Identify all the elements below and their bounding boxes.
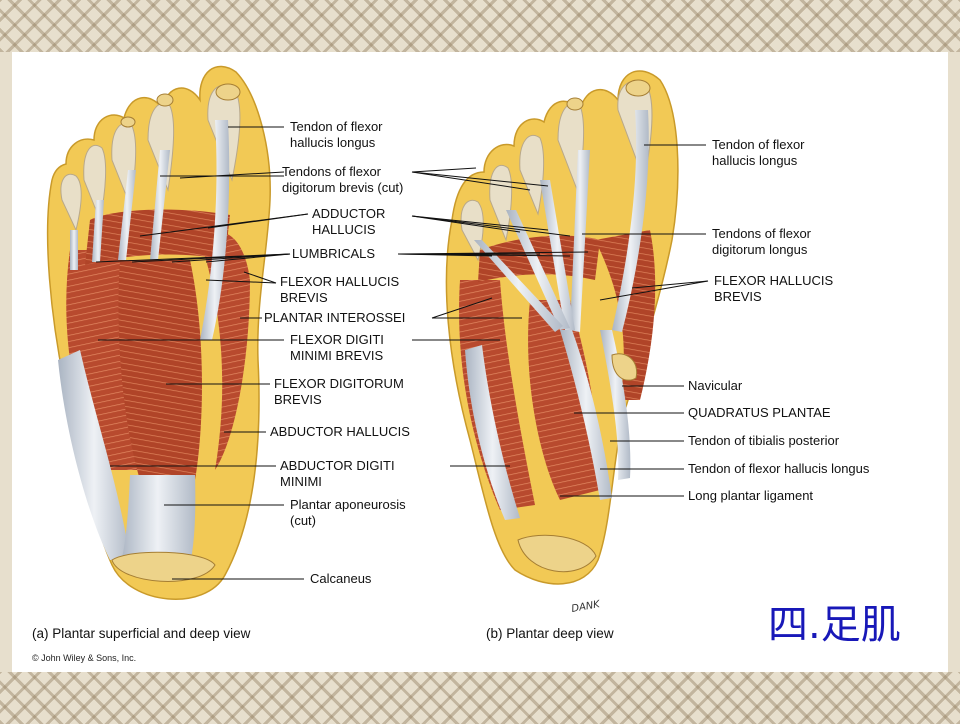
label-a-plantar-aponeurosis: Plantar aponeurosis(cut) — [290, 497, 406, 528]
label-a-plantar-interossei: PLANTAR INTEROSSEI — [264, 310, 405, 325]
decorative-border-left — [0, 52, 12, 672]
label-a-lumbricals: LUMBRICALS — [292, 246, 375, 261]
foot-a-illustration — [46, 65, 271, 600]
label-a-calcaneus: Calcaneus — [310, 571, 372, 586]
decorative-border-right — [948, 52, 960, 672]
label-a-abductor-hallucis: ABDUCTOR HALLUCIS — [270, 424, 410, 439]
foot-b-illustration — [445, 70, 679, 585]
slide-title: 四.足肌 — [768, 602, 901, 648]
leader-lines-a — [95, 126, 309, 580]
leader-lines-b — [397, 144, 709, 497]
caption-a: (a) Plantar superficial and deep view — [32, 626, 251, 641]
label-b-long-plantar: Long plantar ligament — [688, 488, 813, 503]
decorative-border-top — [0, 0, 960, 52]
label-b-tibialis: Tendon of tibialis posterior — [688, 433, 840, 448]
copyright-notice: © John Wiley & Sons, Inc. — [32, 653, 136, 663]
label-b-navicular: Navicular — [688, 378, 743, 393]
caption-b: (b) Plantar deep view — [486, 626, 614, 641]
artist-signature: DANK — [571, 599, 602, 615]
label-b-fhl-long: Tendon of flexor hallucis longus — [688, 461, 870, 476]
label-b-quadratus: QUADRATUS PLANTAE — [688, 405, 831, 420]
decorative-border-bottom — [0, 672, 960, 724]
